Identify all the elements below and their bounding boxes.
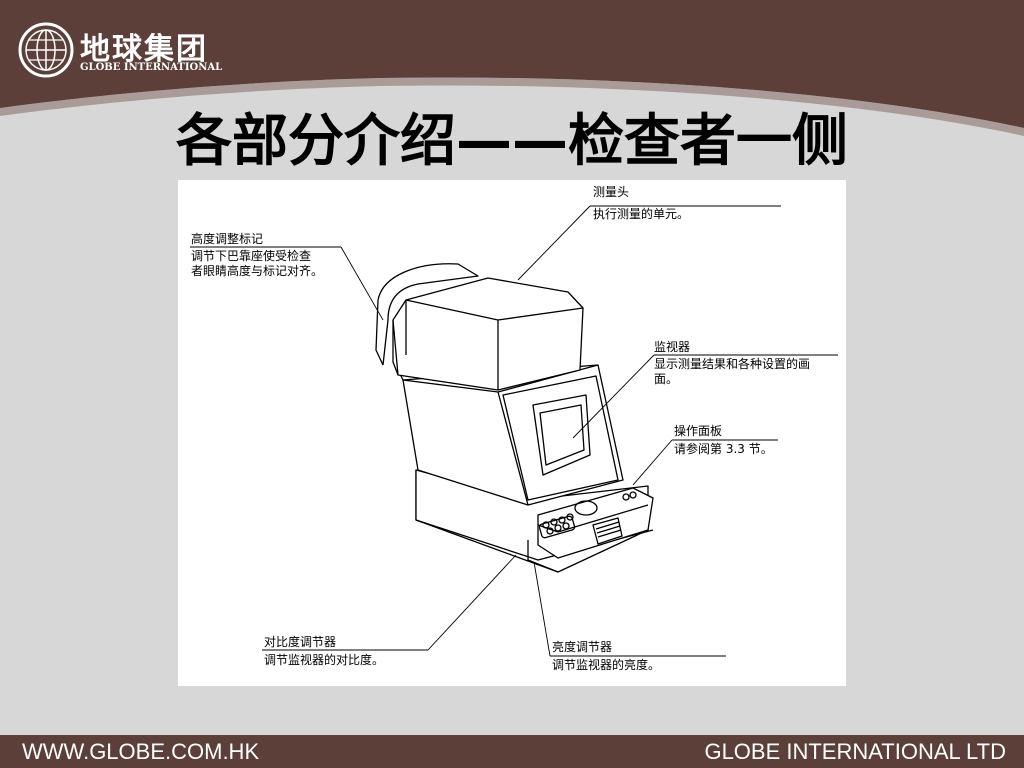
device-figure: 测量头 执行测量的单元。 高度调整标记 调节下巴靠座使受检查 者眼睛高度与标记对… xyxy=(178,180,846,686)
label-brightness-desc: 调节监视器的亮度。 xyxy=(552,658,661,672)
header-band: 地球集团 GLOBE INTERNATIONAL xyxy=(0,0,1024,140)
label-monitor-desc-2: 面。 xyxy=(654,372,679,386)
label-control-panel-title: 操作面板 xyxy=(674,424,723,438)
label-height-mark-desc-2: 者眼睛高度与标记对齐。 xyxy=(191,264,324,278)
brand-name-en: GLOBE INTERNATIONAL xyxy=(80,62,223,73)
label-brightness-title: 亮度调节器 xyxy=(552,640,613,654)
footer-website: WWW.GLOBE.COM.HK xyxy=(22,739,260,764)
header-wave xyxy=(0,0,1024,136)
label-contrast-title: 对比度调节器 xyxy=(264,635,337,649)
label-control-panel-desc: 请参阅第 3.3 节。 xyxy=(674,442,773,456)
globe-icon xyxy=(18,22,74,78)
label-measuring-head-desc: 执行测量的单元。 xyxy=(593,207,690,221)
label-measuring-head-title: 测量头 xyxy=(593,185,630,199)
brand-name-cn: 地球集团 xyxy=(80,32,208,67)
label-monitor-title: 监视器 xyxy=(654,340,691,354)
label-monitor-desc-1: 显示测量结果和各种设置的画 xyxy=(654,357,811,371)
label-height-mark-title: 高度调整标记 xyxy=(191,232,264,246)
device-illustration xyxy=(190,205,838,657)
label-contrast-desc: 调节监视器的对比度。 xyxy=(264,653,385,667)
label-height-mark-desc-1: 调节下巴靠座使受检查 xyxy=(191,249,312,263)
footer-company: GLOBE INTERNATIONAL LTD xyxy=(704,739,1006,764)
brand-logo: 地球集团 GLOBE INTERNATIONAL xyxy=(18,22,258,82)
footer-bar: WWW.GLOBE.COM.HK GLOBE INTERNATIONAL LTD xyxy=(0,735,1024,768)
slide-title: 各部分介绍——检查者一侧 xyxy=(176,109,848,174)
